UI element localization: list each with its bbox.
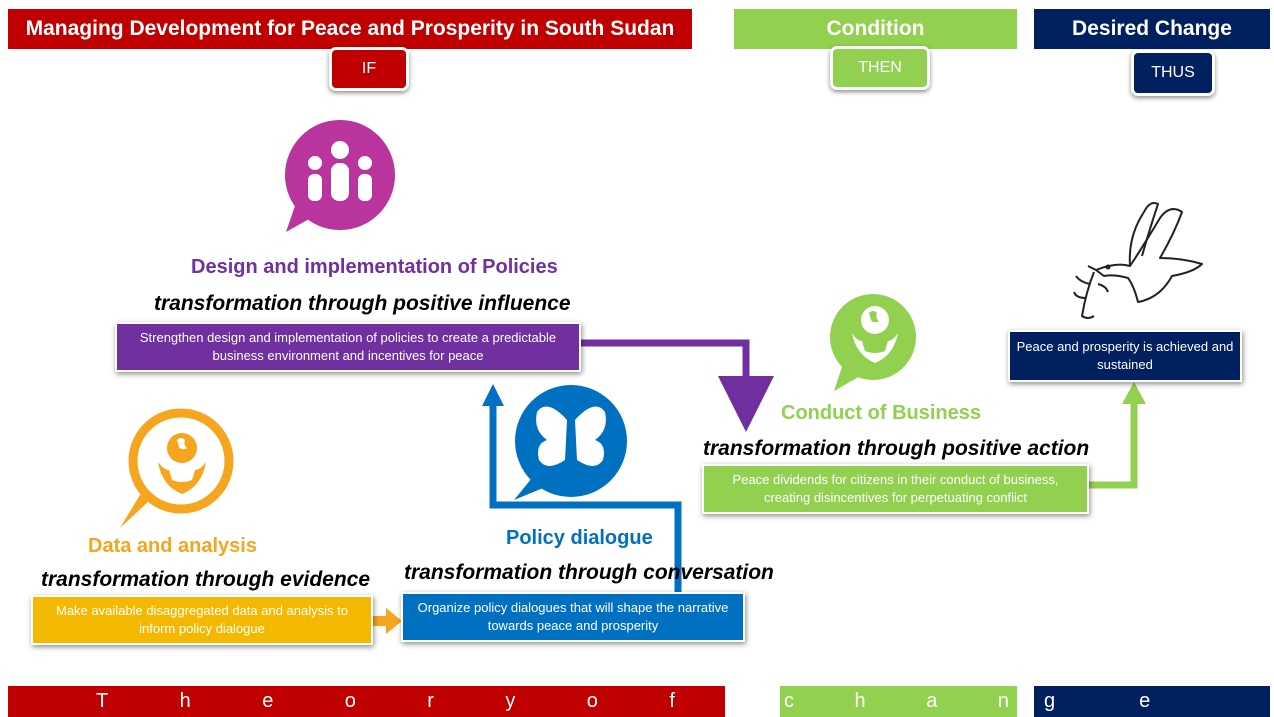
policies-text: Strengthen design and implementation of … — [139, 330, 557, 363]
footer-letter: e — [262, 690, 274, 712]
header-title: Managing Development for Peace and Prosp… — [25, 17, 675, 40]
data-analysis-title: Data and analysis — [88, 535, 257, 557]
footer-bar-navy: g e — [1034, 686, 1270, 717]
footer-letter: c — [784, 690, 794, 712]
footer-letter: g — [1044, 690, 1056, 712]
footer-letter: r — [427, 690, 434, 712]
business-title: Conduct of Business — [781, 402, 982, 424]
dialogue-to-policies-arrowhead — [482, 384, 504, 406]
dove-icon — [1073, 202, 1203, 319]
dialogue-to-policies-arrow — [489, 402, 682, 592]
dialogue-box: Organize policy dialogues that will shap… — [401, 592, 745, 642]
thus-label: THUS — [1151, 64, 1195, 81]
business-text: Peace dividends for citizens in their co… — [732, 472, 1059, 505]
policies-to-business-arrow — [579, 339, 774, 432]
then-badge: THEN — [830, 46, 930, 90]
outcome-text: Peace and prosperity is achieved and sus… — [1016, 339, 1234, 372]
outcome-box: Peace and prosperity is achieved and sus… — [1008, 330, 1242, 382]
data-analysis-text: Make available disaggregated data and an… — [56, 603, 348, 636]
if-label: IF — [361, 60, 377, 77]
footer-letter: a — [926, 690, 938, 712]
business-to-outcome-arrow — [1088, 400, 1138, 489]
data-analysis-box: Make available disaggregated data and an… — [31, 595, 373, 645]
policies-title: Design and implementation of Policies — [191, 256, 558, 278]
dialogue-title: Policy dialogue — [506, 527, 653, 549]
if-badge: IF — [329, 47, 409, 91]
footer-letter: f — [669, 690, 675, 712]
thus-badge: THUS — [1131, 50, 1215, 96]
butterfly-dialogue-icon — [514, 385, 627, 500]
footer-bar-green: c h a n — [780, 686, 1017, 717]
footer-letter: h — [854, 690, 866, 712]
policies-subtitle: transformation through positive influenc… — [154, 292, 571, 315]
business-box: Peace dividends for citizens in their co… — [702, 464, 1089, 514]
policies-box: Strengthen design and implementation of … — [115, 322, 581, 372]
footer-bar-red: T h e o r y o f — [8, 686, 725, 717]
data-analysis-subtitle: transformation through evidence — [41, 568, 371, 591]
condition-label: Condition — [826, 17, 925, 40]
dialogue-text: Organize policy dialogues that will shap… — [417, 600, 729, 633]
header-title-bar: Managing Development for Peace and Prosp… — [8, 9, 692, 49]
desired-change-bar: Desired Change — [1034, 9, 1270, 49]
footer-letter: h — [179, 690, 191, 712]
footer-letter: e — [1139, 690, 1151, 712]
footer-letter: n — [997, 690, 1009, 712]
footer-letter: y — [505, 690, 516, 712]
then-label: THEN — [858, 59, 902, 76]
data-analysis-icon — [120, 408, 234, 528]
footer-letter: T — [96, 690, 109, 712]
business-subtitle: transformation through positive action — [703, 437, 1090, 460]
footer-letter: o — [344, 690, 356, 712]
business-to-outcome-arrowhead — [1122, 382, 1146, 404]
dialogue-subtitle: transformation through conversation — [404, 561, 774, 584]
data-to-dialogue-arrow — [372, 616, 388, 626]
people-group-icon — [285, 120, 395, 232]
globe-hands-icon — [830, 294, 916, 391]
condition-bar: Condition — [734, 9, 1017, 49]
desired-change-label: Desired Change — [1072, 17, 1232, 40]
data-to-dialogue-arrowhead — [386, 608, 402, 634]
footer-letter: o — [586, 690, 598, 712]
policies-to-business-arrowhead — [735, 406, 757, 430]
